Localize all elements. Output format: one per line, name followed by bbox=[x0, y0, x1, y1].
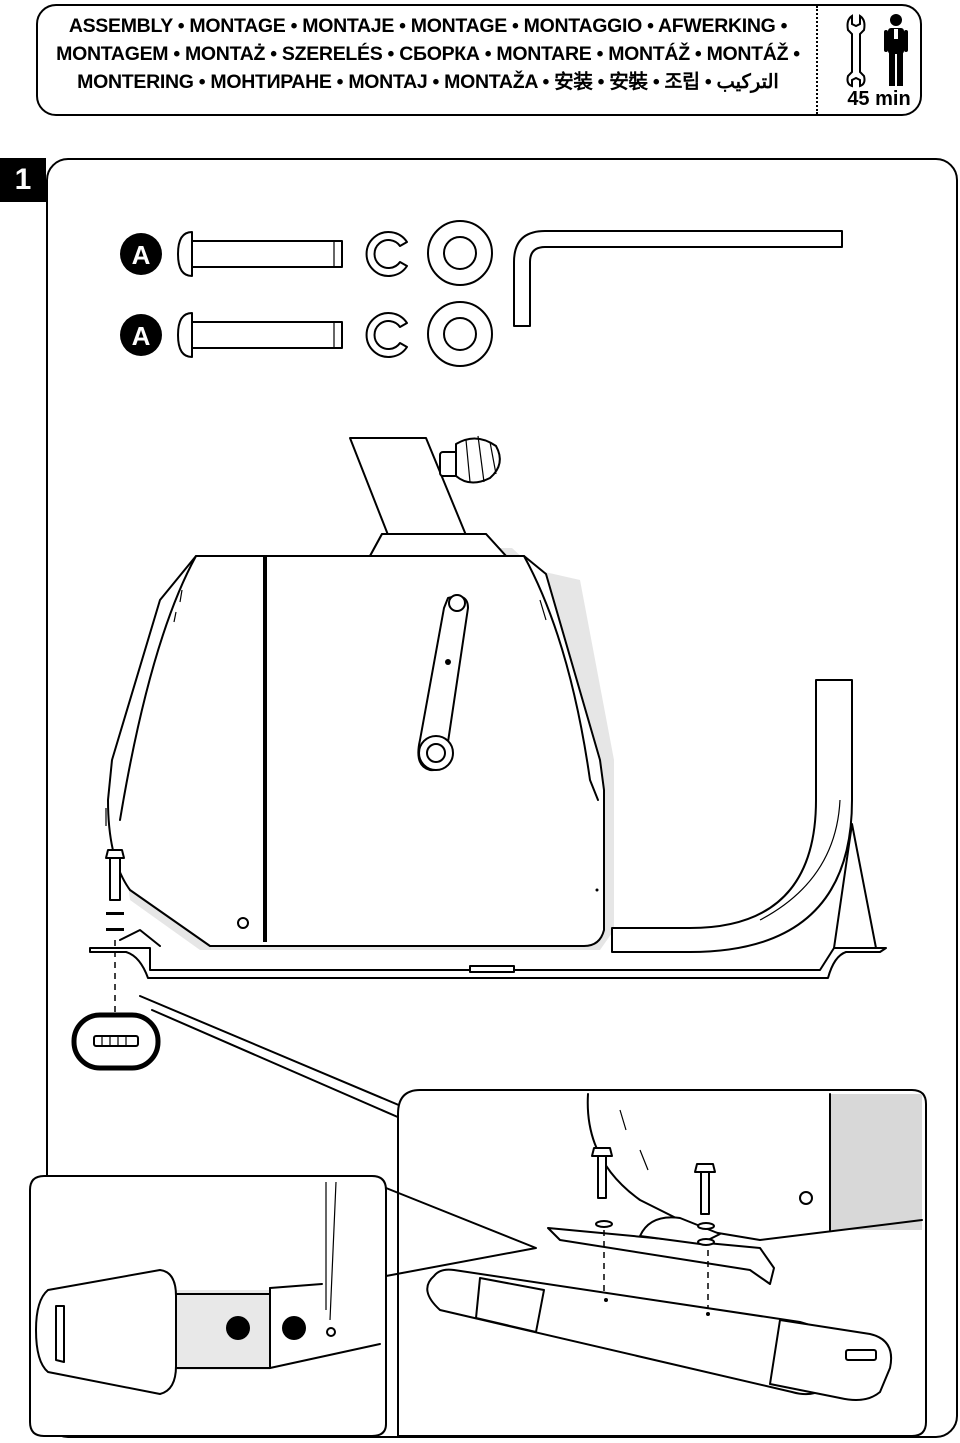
base-rail bbox=[89, 947, 887, 979]
part-a-label-1: A bbox=[132, 240, 151, 270]
bike-frame bbox=[89, 435, 887, 979]
stabilizer-end-detail bbox=[71, 1012, 161, 1071]
bolt-2 bbox=[177, 312, 343, 358]
title-line-1: ASSEMBLY • MONTAGE • MONTAJE • MONTAGE •… bbox=[68, 15, 788, 37]
part-a-label-2: A bbox=[132, 321, 151, 351]
assembly-time: 45 min bbox=[847, 88, 911, 110]
hardware-row-2: A bbox=[120, 301, 493, 367]
wrench-icon bbox=[846, 14, 866, 88]
split-washer-1 bbox=[365, 231, 408, 277]
part-a-badge-2 bbox=[120, 314, 162, 356]
body-shell bbox=[107, 533, 605, 947]
title-line-3: MONTERING • МОНТИРАНЕ • MONTAJ • MONTAŽA… bbox=[77, 71, 779, 93]
title-line-2: MONTAGEM • MONTAŻ • SZERELÉS • СБОРКА • … bbox=[56, 43, 800, 65]
header-divider bbox=[816, 6, 818, 114]
flat-washer-1 bbox=[427, 220, 493, 286]
tools-person-graphic bbox=[846, 14, 908, 88]
hardware-row-1: A bbox=[120, 220, 493, 286]
assembly-title: ASSEMBLY • MONTAGE • MONTAJE • MONTAGE •… bbox=[40, 12, 816, 96]
detail-view-left bbox=[29, 1175, 537, 1437]
flat-washer-2 bbox=[427, 301, 493, 367]
split-washer-2 bbox=[365, 312, 408, 358]
bolt-1 bbox=[177, 231, 343, 277]
crank-arm bbox=[417, 594, 469, 772]
rear-tube bbox=[611, 679, 853, 953]
detail-view-right bbox=[397, 1089, 927, 1437]
front-bolt-guide bbox=[105, 849, 125, 1015]
seat-knob bbox=[439, 435, 501, 484]
step-number: 1 bbox=[0, 158, 46, 202]
person-icon bbox=[884, 14, 908, 86]
allen-key bbox=[513, 230, 843, 327]
part-a-badge-1 bbox=[120, 233, 162, 275]
header-box: ASSEMBLY • MONTAGE • MONTAJE • MONTAGE •… bbox=[36, 4, 922, 116]
